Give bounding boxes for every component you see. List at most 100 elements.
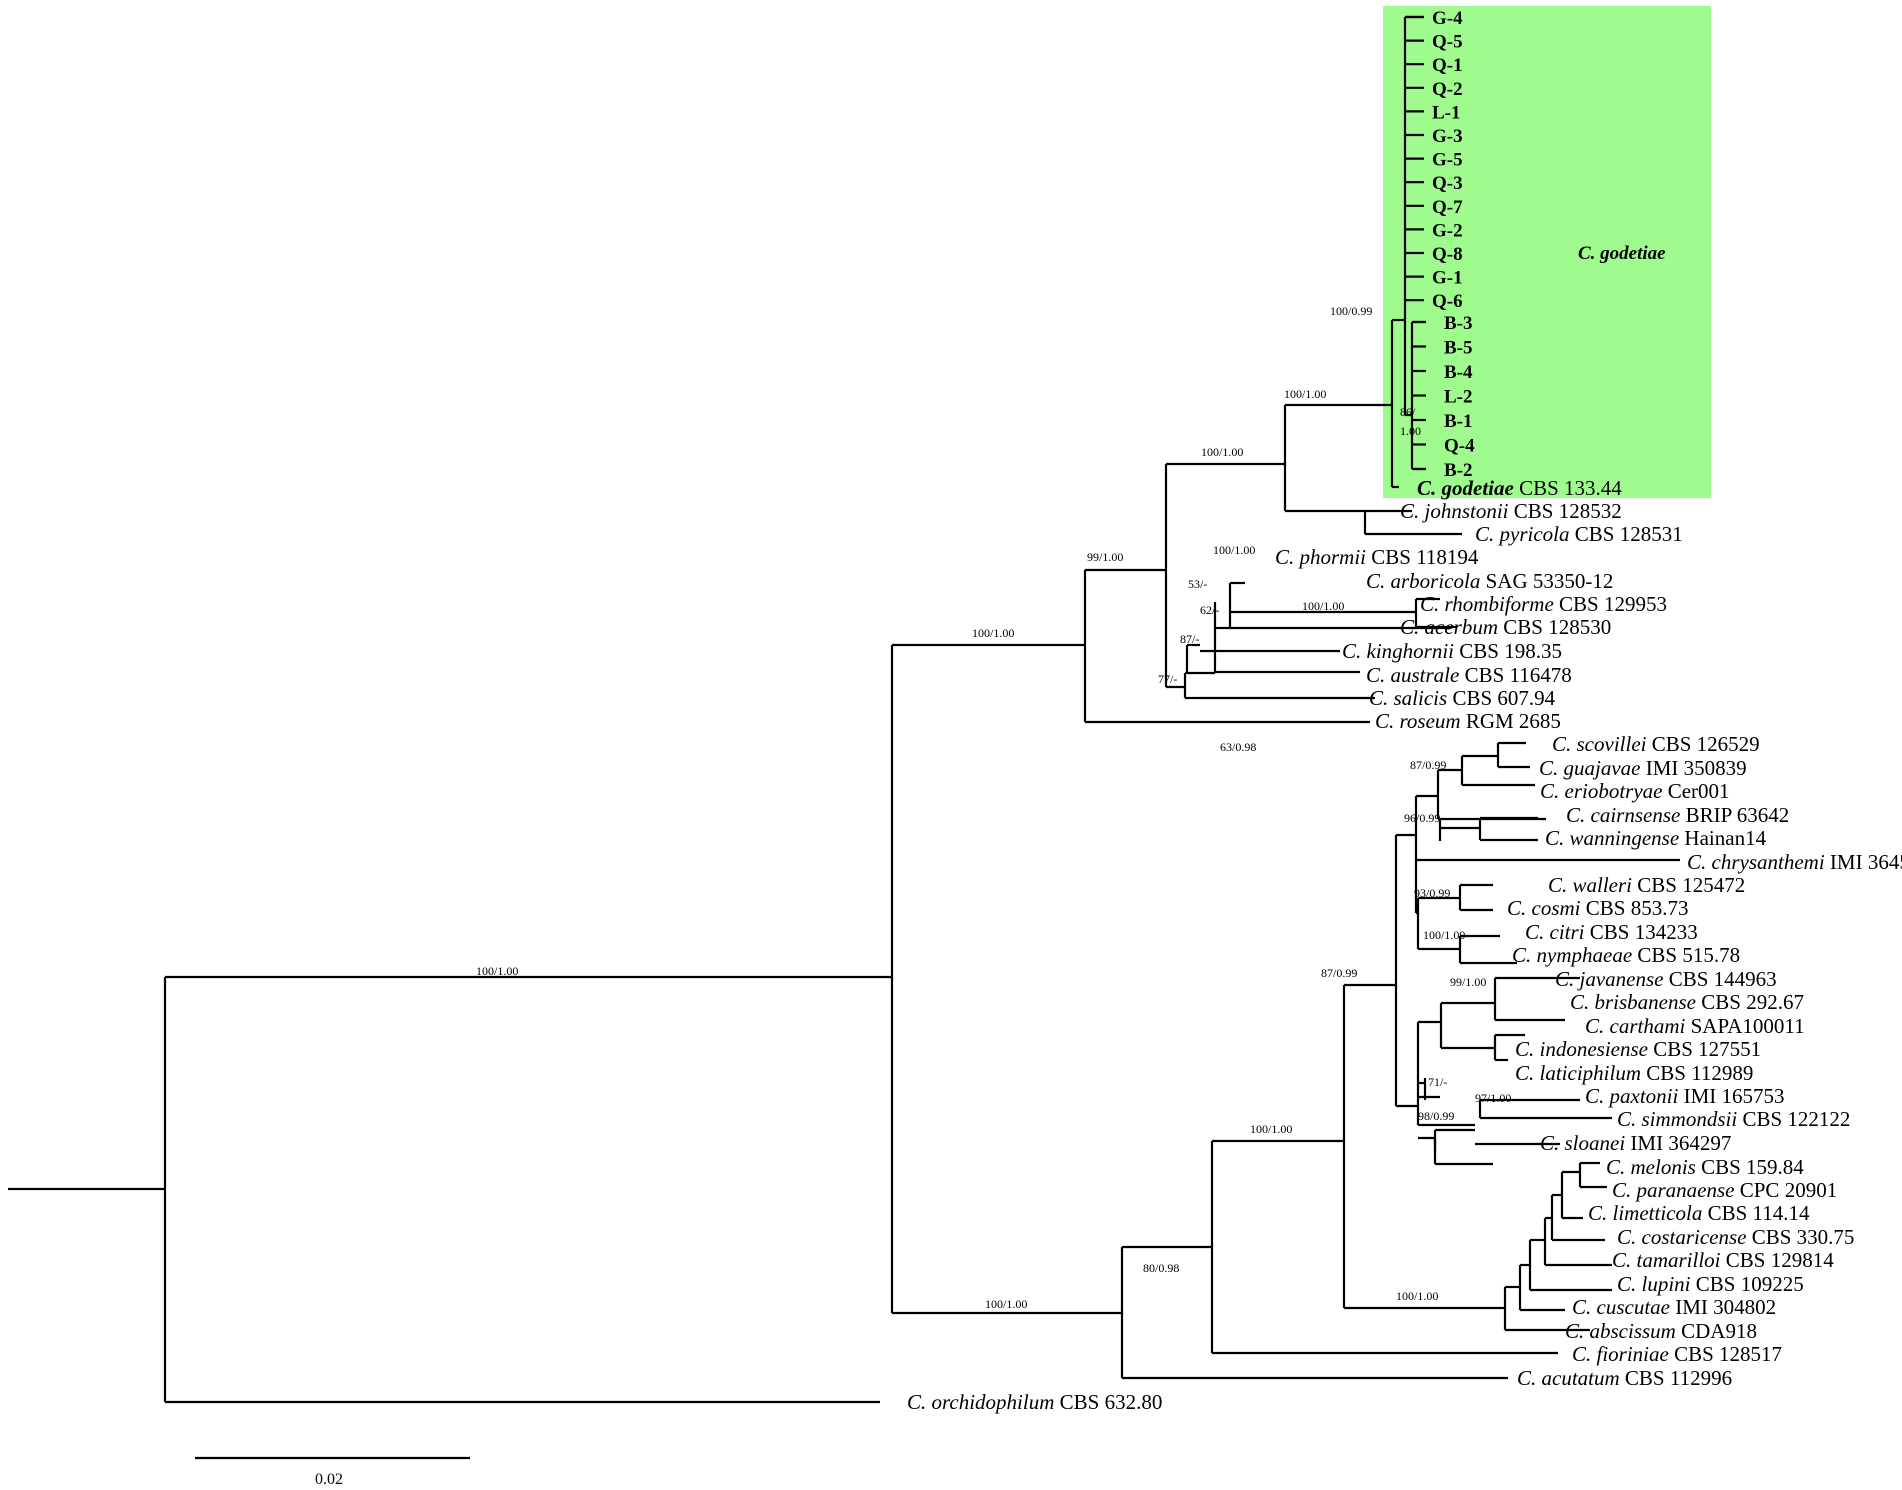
taxon-label: C. eriobotryae Cer001 <box>1540 779 1730 803</box>
isolate-label: B-4 <box>1444 362 1473 383</box>
species-name: C. cosmi <box>1507 896 1581 920</box>
strain-id: CBS 109225 <box>1691 1272 1804 1296</box>
species-name: C. costaricense <box>1617 1225 1746 1249</box>
species-name: C. fioriniae <box>1572 1342 1669 1366</box>
strain-id: SAG 53350-12 <box>1480 569 1613 593</box>
species-name: C. orchidophilum <box>907 1390 1054 1414</box>
support-value: 100/1.00 <box>476 964 518 978</box>
support-value: 99/1.00 <box>1087 550 1123 564</box>
support-value: 53/- <box>1188 577 1207 591</box>
species-name: C. melonis <box>1606 1155 1696 1179</box>
taxon-labels: C. godetiae CBS 133.44C. johnstonii CBS … <box>907 476 1902 1414</box>
taxon-label: C. abscissum CDA918 <box>1565 1319 1757 1343</box>
strain-id: CDA918 <box>1676 1319 1757 1343</box>
isolate-label: G-2 <box>1432 220 1463 241</box>
strain-id: IMI 165753 <box>1678 1084 1784 1108</box>
strain-id: BRIP 63642 <box>1680 803 1789 827</box>
strain-id: CBS 118194 <box>1366 545 1479 569</box>
species-name: C. limetticola <box>1588 1201 1702 1225</box>
strain-id: CBS 125472 <box>1632 873 1745 897</box>
strain-id: IMI 350839 <box>1640 756 1746 780</box>
support-value: 100/1.00 <box>1396 1289 1438 1303</box>
strain-id: CBS 116478 <box>1459 663 1571 687</box>
species-name: C. salicis <box>1369 686 1447 710</box>
support-value: 100/1.00 <box>1201 445 1243 459</box>
taxon-label: C. javanense CBS 144963 <box>1555 967 1777 991</box>
taxon-label: C. tamarilloi CBS 129814 <box>1612 1248 1834 1272</box>
taxon-label: C. wanningense Hainan14 <box>1545 826 1767 850</box>
isolate-label: B-5 <box>1444 338 1473 359</box>
species-name: C. acerbum <box>1400 615 1498 639</box>
strain-id: IMI 364297 <box>1625 1131 1731 1155</box>
taxon-label: C. melonis CBS 159.84 <box>1606 1155 1804 1179</box>
species-name: C. godetiae <box>1417 476 1514 500</box>
strain-id: CBS 122122 <box>1737 1107 1850 1131</box>
taxon-label: C. paxtonii IMI 165753 <box>1585 1084 1785 1108</box>
support-value: 100/1.00 <box>1423 928 1465 942</box>
strain-id: CBS 330.75 <box>1746 1225 1854 1249</box>
support-value: 96/0.99 <box>1404 811 1440 825</box>
taxon-label: C. chrysanthemi IMI 364540 <box>1687 850 1902 874</box>
species-name: C. carthami <box>1585 1014 1686 1038</box>
support-value: 77/- <box>1158 672 1177 686</box>
strain-id: CBS 134233 <box>1585 920 1698 944</box>
strain-id: CBS 129953 <box>1554 592 1667 616</box>
strain-id: CBS 112989 <box>1641 1061 1753 1085</box>
taxon-label: C. laticiphilum CBS 112989 <box>1515 1061 1753 1085</box>
isolate-label: L-2 <box>1444 387 1473 408</box>
taxon-label: C. paranaense CPC 20901 <box>1612 1178 1837 1202</box>
taxon-label: C. nymphaeae CBS 515.78 <box>1512 943 1740 967</box>
strain-id: SAPA100011 <box>1685 1014 1804 1038</box>
strain-id: CBS 128517 <box>1669 1342 1782 1366</box>
strain-id: CBS 128531 <box>1570 522 1683 546</box>
isolate-label: Q-3 <box>1432 173 1463 194</box>
support-value: 1.00 <box>1400 424 1421 438</box>
species-name: C. simmondsii <box>1617 1107 1737 1131</box>
taxon-label: C. limetticola CBS 114.14 <box>1588 1201 1810 1225</box>
support-value: 100/1.00 <box>1250 1122 1292 1136</box>
strain-id: CBS 112996 <box>1620 1366 1732 1390</box>
strain-id: CBS 159.84 <box>1696 1155 1804 1179</box>
species-name: C. phormii <box>1275 545 1366 569</box>
support-value: 63/0.98 <box>1220 740 1256 754</box>
taxon-label: C. johnstonii CBS 128532 <box>1400 499 1622 523</box>
clade-highlight <box>1383 6 1711 498</box>
support-value: 100/1.00 <box>985 1297 1027 1311</box>
taxon-label: C. lupini CBS 109225 <box>1617 1272 1804 1296</box>
taxon-label: C. pyricola CBS 128531 <box>1475 522 1683 546</box>
support-value: 97/1.00 <box>1475 1091 1511 1105</box>
isolate-label: B-1 <box>1444 411 1473 432</box>
taxon-label: C. brisbanense CBS 292.67 <box>1570 990 1804 1014</box>
support-value: 93/0.99 <box>1414 886 1450 900</box>
isolate-label: Q-2 <box>1432 79 1463 100</box>
taxon-label: C. phormii CBS 118194 <box>1275 545 1479 569</box>
strain-id: Cer001 <box>1662 779 1729 803</box>
support-value: 87/0.99 <box>1321 966 1357 980</box>
scale-bar-label: 0.02 <box>315 1471 343 1488</box>
taxon-label: C. walleri CBS 125472 <box>1548 873 1745 897</box>
strain-id: IMI 304802 <box>1670 1295 1776 1319</box>
support-value: 99/1.00 <box>1450 975 1486 989</box>
strain-id: RGM 2685 <box>1461 709 1561 733</box>
species-name: C. chrysanthemi <box>1687 850 1825 874</box>
species-name: C. paxtonii <box>1585 1084 1678 1108</box>
species-name: C. paranaense <box>1612 1178 1735 1202</box>
species-name: C. guajavae <box>1539 756 1640 780</box>
taxon-label: C. cuscutae IMI 304802 <box>1572 1295 1776 1319</box>
taxon-label: C. scovillei CBS 126529 <box>1552 732 1760 756</box>
taxon-label: C. citri CBS 134233 <box>1525 920 1698 944</box>
species-name: C. lupini <box>1617 1272 1691 1296</box>
isolate-label: B-3 <box>1444 313 1473 334</box>
isolate-label: Q-8 <box>1432 244 1463 265</box>
strain-id: CBS 144963 <box>1663 967 1776 991</box>
isolate-label: Q-1 <box>1432 55 1463 76</box>
taxon-label: C. orchidophilum CBS 632.80 <box>907 1390 1162 1414</box>
taxon-label: C. costaricense CBS 330.75 <box>1617 1225 1854 1249</box>
species-name: C. scovillei <box>1552 732 1647 756</box>
isolate-label: G-1 <box>1432 268 1463 289</box>
isolate-labels-a: G-4Q-5Q-1Q-2L-1G-3G-5Q-3Q-7G-2Q-8G-1Q-6 <box>1405 8 1463 312</box>
strain-id: CPC 20901 <box>1735 1178 1838 1202</box>
strain-id: CBS 853.73 <box>1581 896 1689 920</box>
isolate-labels-b: B-3B-5B-4L-2B-1Q-4B-2 <box>1412 313 1475 481</box>
